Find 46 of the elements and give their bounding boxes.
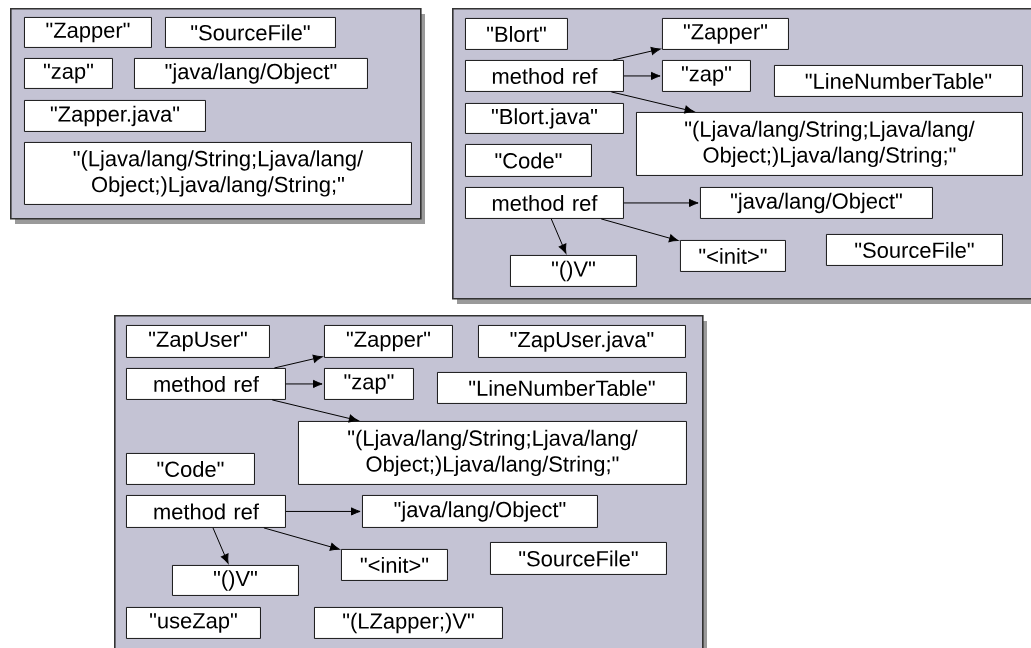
string-box: "()V" [172, 565, 299, 596]
string-box: "Zapper" [662, 18, 789, 50]
string-box: "zap" [662, 60, 751, 92]
string-box: "(Ljava/lang/String;Ljava/lang/ Object;)Ljava/lang/String;" [636, 112, 1023, 176]
arrow [285, 507, 361, 516]
string-box: "zap" [324, 368, 414, 400]
string-box: "java/lang/Object" [362, 495, 598, 528]
string-box: method ref [465, 187, 624, 219]
string-box: method ref [465, 60, 624, 92]
arrow [263, 527, 340, 551]
string-box: method ref [126, 495, 286, 528]
string-box: "<init>" [680, 240, 786, 272]
string-box: "<init>" [341, 549, 448, 581]
string-box: "LineNumberTable" [774, 65, 1023, 97]
string-box: "(Ljava/lang/String;Ljava/lang/ Object;)Ljava/lang/String;" [298, 421, 687, 485]
string-box: "SourceFile" [165, 17, 336, 48]
string-box: "useZap" [126, 607, 261, 639]
string-box: "SourceFile" [490, 542, 667, 575]
string-box: "java/lang/Object" [700, 187, 933, 219]
string-box: "LineNumberTable" [437, 372, 687, 404]
arrow [271, 399, 359, 423]
arrow [610, 91, 695, 114]
string-box: "(LZapper;)V" [314, 607, 503, 639]
arrow [212, 527, 229, 564]
string-box: "Blort" [465, 18, 568, 50]
string-box: "Zapper" [324, 325, 453, 358]
arrow [273, 354, 323, 369]
string-box: "ZapUser.java" [478, 325, 686, 358]
string-box: "SourceFile" [826, 234, 1003, 266]
string-box: "Zapper.java" [24, 100, 206, 132]
arrow [600, 218, 679, 243]
arrow [550, 218, 567, 254]
string-box: method ref [126, 368, 286, 400]
string-box: "Zapper" [24, 17, 152, 48]
string-box: "(Ljava/lang/String;Ljava/lang/ Object;)Ljava/lang/String;" [24, 142, 412, 205]
arrow [623, 71, 661, 81]
string-box: "Code" [126, 453, 255, 485]
string-box: "zap" [24, 58, 113, 89]
string-box: "Code" [465, 144, 592, 177]
arrow [612, 47, 661, 61]
arrow [285, 379, 323, 389]
string-box: "()V" [510, 255, 637, 287]
arrow [623, 198, 699, 208]
string-box: "Blort.java" [465, 103, 624, 134]
string-box: "java/lang/Object" [134, 58, 368, 89]
string-box: "ZapUser" [126, 325, 270, 358]
